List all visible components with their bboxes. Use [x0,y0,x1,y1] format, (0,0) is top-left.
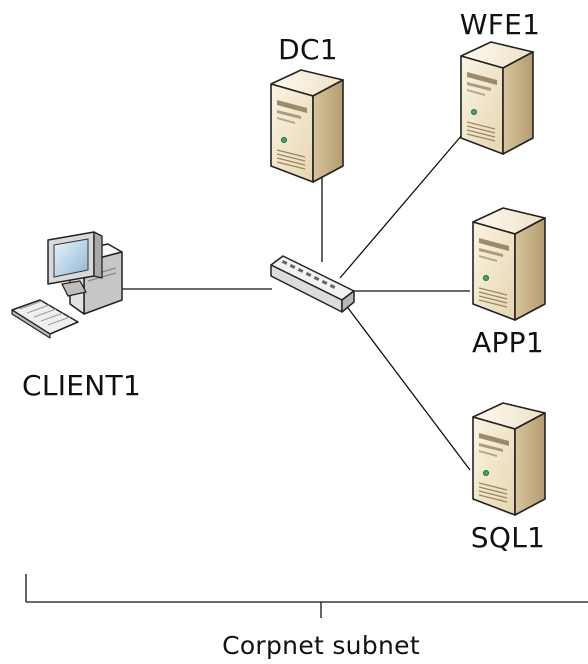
network-switch-icon [270,255,355,313]
dc1-label: DC1 [278,33,338,66]
subnet-label: Corpnet subnet [222,631,420,660]
sql1-server-icon [472,402,546,516]
app1-server-icon [472,207,546,321]
app1-label: APP1 [472,326,544,359]
wfe1-server-icon [460,41,534,155]
link-switch-sql1 [344,303,471,471]
client1-label: CLIENT1 [22,369,142,402]
desktop-computer-icon [11,231,123,339]
wfe1-label: WFE1 [459,8,541,41]
sql1-label: SQL1 [470,521,546,554]
link-switch-wfe1 [339,134,463,279]
subnet-bracket [25,574,588,618]
dc1-server-icon [270,69,344,183]
